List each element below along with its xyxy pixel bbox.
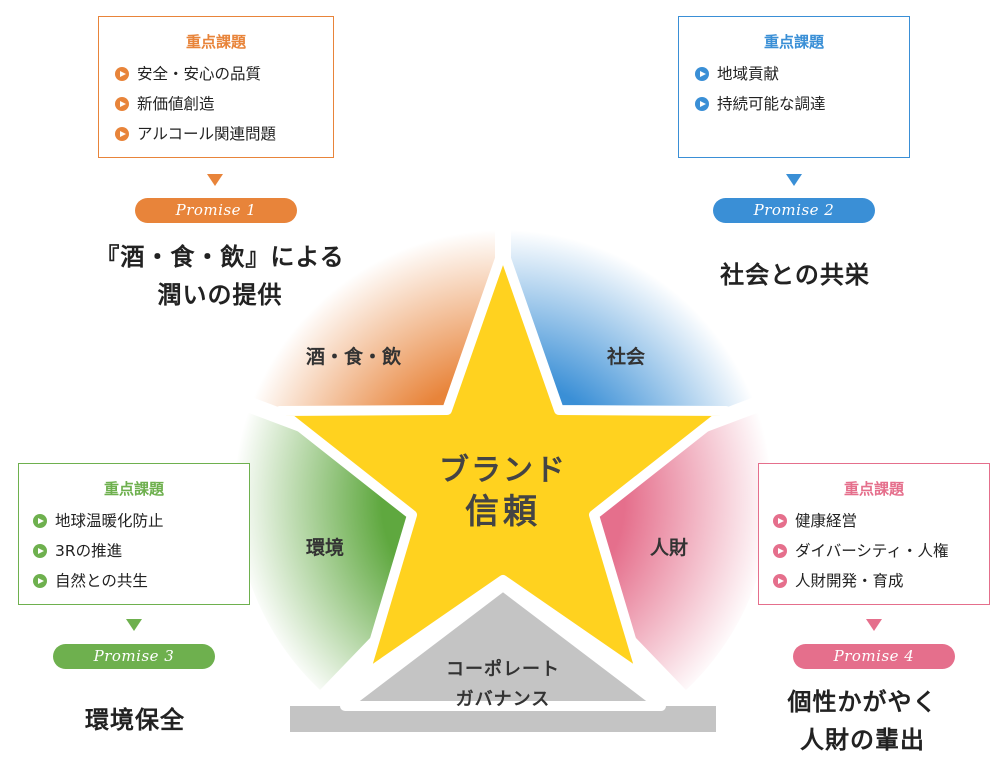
play-bullet-icon <box>115 127 129 141</box>
promise-2-title: 社会との共栄 <box>640 256 950 294</box>
promise-3-title: 環境保全 <box>0 701 270 739</box>
play-bullet-icon <box>773 544 787 558</box>
play-bullet-icon <box>773 514 787 528</box>
priority-list: 安全・安心の品質 新価値創造 アルコール関連問題 <box>115 59 276 149</box>
list-item: 持続可能な調達 <box>695 89 826 119</box>
star-shape <box>275 245 731 681</box>
promise-3-pill: Promise 3 <box>53 644 215 669</box>
promise-1-title-line-2: 潤いの提供 <box>157 280 283 309</box>
list-item: 地球温暖化防止 <box>33 506 164 536</box>
list-item: 健康経営 <box>773 506 948 536</box>
down-arrow-icon <box>866 619 882 631</box>
promise-3-title-line-1: 環境保全 <box>85 705 185 734</box>
play-bullet-icon <box>33 514 47 528</box>
promise-2-pill: Promise 2 <box>713 198 875 223</box>
play-bullet-icon <box>773 574 787 588</box>
priority-list: 地球温暖化防止 3Rの推進 自然との共生 <box>33 506 164 596</box>
promise-1-pill: Promise 1 <box>135 198 297 223</box>
priority-box-promise-3: 重点課題 地球温暖化防止 3Rの推進 自然との共生 <box>18 463 250 605</box>
play-bullet-icon <box>115 67 129 81</box>
list-item: 地域貢献 <box>695 59 826 89</box>
list-item: ダイバーシティ・人権 <box>773 536 948 566</box>
down-arrow-icon <box>207 174 223 186</box>
down-arrow-icon <box>126 619 142 631</box>
governance-line-2: ガバナンス <box>455 689 551 710</box>
segment-label-sake: 酒・食・飲 <box>306 346 402 368</box>
governance-base <box>290 706 716 732</box>
play-bullet-icon <box>115 97 129 111</box>
segment-label-people: 人財 <box>650 537 689 559</box>
promise-1-title: 『酒・食・飲』による 潤いの提供 <box>60 238 380 314</box>
center-label: ブランド 信頼 <box>403 452 603 534</box>
play-bullet-icon <box>695 67 709 81</box>
list-item: 人財開発・育成 <box>773 566 948 596</box>
play-bullet-icon <box>33 574 47 588</box>
priority-box-promise-2: 重点課題 地域貢献 持続可能な調達 <box>678 16 910 158</box>
promise-4-title-line-1: 個性かがやく <box>787 687 938 716</box>
list-item: 自然との共生 <box>33 566 164 596</box>
list-item: 安全・安心の品質 <box>115 59 276 89</box>
governance-line-1: コーポレート <box>446 659 560 680</box>
priority-box-title: 重点課題 <box>185 33 246 51</box>
promise-1-title-line-1: 『酒・食・飲』による <box>95 242 345 271</box>
list-item: 3Rの推進 <box>33 536 164 566</box>
list-item: 新価値創造 <box>115 89 276 119</box>
promise-2-title-line-1: 社会との共栄 <box>720 260 870 289</box>
play-bullet-icon <box>33 544 47 558</box>
segment-label-environment: 環境 <box>306 537 345 559</box>
priority-list: 健康経営 ダイバーシティ・人権 人財開発・育成 <box>773 506 948 596</box>
governance-label: コーポレート ガバナンス <box>403 655 603 715</box>
play-bullet-icon <box>695 97 709 111</box>
center-line-2: 信頼 <box>465 492 541 532</box>
promise-4-title: 個性かがやく 人財の輩出 <box>720 683 1005 759</box>
promise-4-pill: Promise 4 <box>793 644 955 669</box>
priority-box-title: 重点課題 <box>763 33 824 51</box>
priority-box-title: 重点課題 <box>103 480 164 498</box>
list-item: アルコール関連問題 <box>115 119 276 149</box>
center-line-1: ブランド <box>439 453 567 488</box>
priority-list: 地域貢献 持続可能な調達 <box>695 59 826 119</box>
down-arrow-icon <box>786 174 802 186</box>
priority-box-promise-1: 重点課題 安全・安心の品質 新価値創造 アルコール関連問題 <box>98 16 334 158</box>
segment-label-society: 社会 <box>607 346 646 368</box>
promise-4-title-line-2: 人財の輩出 <box>800 725 925 754</box>
priority-box-title: 重点課題 <box>843 480 904 498</box>
priority-box-promise-4: 重点課題 健康経営 ダイバーシティ・人権 人財開発・育成 <box>758 463 990 605</box>
